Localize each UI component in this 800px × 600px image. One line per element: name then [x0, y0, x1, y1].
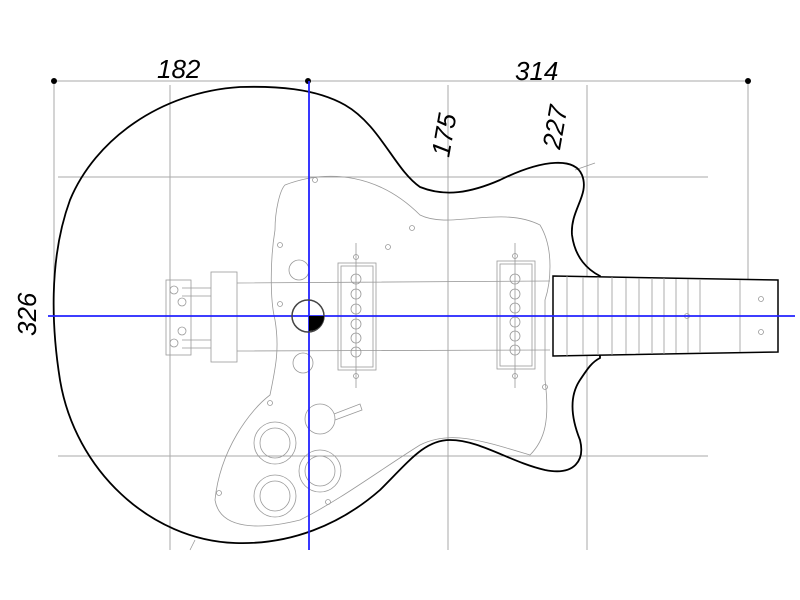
- bridge-and-tailpiece: [165, 244, 551, 374]
- bridge-pickup: [496, 243, 536, 388]
- dimension-326: 326: [12, 292, 42, 336]
- dimension-point: [745, 78, 751, 84]
- dimension-227: 227: [536, 102, 574, 152]
- dimension-182: 182: [157, 54, 201, 84]
- dimension-314: 314: [515, 56, 558, 86]
- dimension-point: [305, 78, 311, 84]
- controls: [253, 403, 363, 518]
- pickguard: [189, 162, 596, 551]
- origin-marker-icon: [291, 299, 325, 333]
- dimension-point: [51, 78, 57, 84]
- body-outline: [52, 85, 601, 544]
- dimension-175: 175: [425, 111, 462, 159]
